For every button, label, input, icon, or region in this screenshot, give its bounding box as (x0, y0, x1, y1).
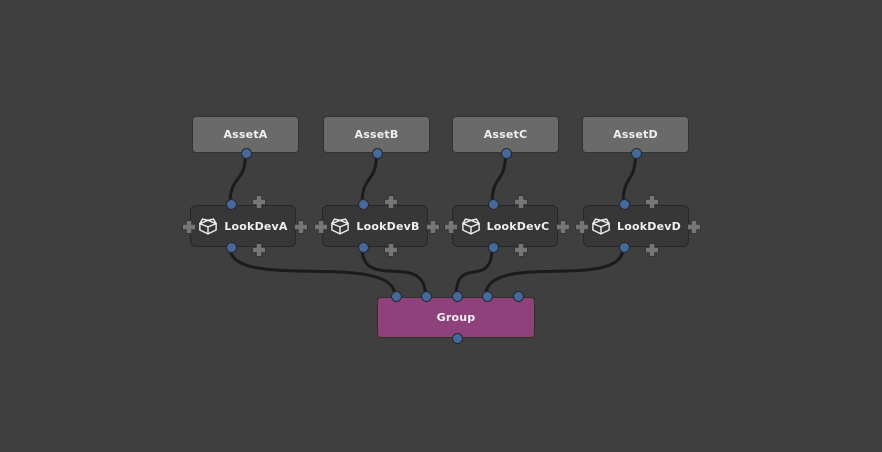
output-port[interactable] (451, 333, 463, 344)
node-title: LookDevC (486, 219, 550, 233)
node-lookdev-c[interactable]: LookDevC (444, 195, 570, 257)
node-asset-b[interactable]: AssetB (323, 116, 430, 159)
add-output-port-icon[interactable] (686, 219, 702, 235)
output-port[interactable] (225, 242, 237, 253)
node-title: LookDevA (224, 219, 288, 233)
input-port[interactable] (512, 291, 524, 302)
node-title: AssetC (483, 128, 528, 141)
wire-lookdeva-group[interactable] (228, 246, 397, 298)
add-input-port-icon[interactable] (313, 219, 329, 235)
add-input-port-icon[interactable] (251, 194, 267, 210)
add-input-port-icon[interactable] (644, 194, 660, 210)
node-title: AssetD (613, 128, 658, 141)
package-icon (199, 217, 218, 235)
input-port[interactable] (487, 199, 499, 210)
input-port[interactable] (225, 199, 237, 210)
output-port[interactable] (241, 148, 252, 159)
wire-assetb-lookdevb[interactable] (360, 152, 378, 206)
wire-asseta-lookdeva[interactable] (228, 152, 247, 206)
wire-assetc-lookdevc[interactable] (490, 152, 507, 206)
node-title: AssetB (354, 128, 399, 141)
add-output-port-icon[interactable] (251, 242, 267, 258)
output-port[interactable] (487, 242, 499, 253)
output-port[interactable] (501, 148, 512, 159)
add-input-port-icon[interactable] (181, 219, 197, 235)
node-asset-c[interactable]: AssetC (452, 116, 559, 159)
output-port[interactable] (618, 242, 630, 253)
node-title: LookDevD (617, 219, 681, 233)
output-port[interactable] (357, 242, 369, 253)
node-lookdev-b[interactable]: LookDevB (314, 195, 440, 257)
package-icon (461, 217, 480, 235)
node-asset-a[interactable]: AssetA (192, 116, 299, 159)
input-port[interactable] (618, 199, 630, 210)
package-icon (331, 217, 350, 235)
input-port[interactable] (482, 291, 493, 302)
add-output-port-icon[interactable] (425, 219, 441, 235)
add-input-port-icon[interactable] (443, 219, 459, 235)
output-port[interactable] (372, 148, 383, 159)
add-output-port-icon[interactable] (293, 219, 309, 235)
input-port[interactable] (421, 291, 432, 302)
input-port[interactable] (390, 291, 402, 302)
input-port[interactable] (357, 199, 369, 210)
add-output-port-icon[interactable] (513, 242, 529, 258)
add-input-port-icon[interactable] (513, 194, 529, 210)
node-title: Group (436, 311, 476, 324)
add-output-port-icon[interactable] (383, 242, 399, 258)
node-lookdev-d[interactable]: LookDevD (575, 195, 701, 257)
wire-lookdevb-group[interactable] (360, 246, 427, 298)
add-output-port-icon[interactable] (644, 242, 660, 258)
add-output-port-icon[interactable] (555, 219, 571, 235)
add-input-port-icon[interactable] (574, 219, 590, 235)
wire-assetd-lookdevd[interactable] (621, 152, 637, 206)
node-asset-d[interactable]: AssetD (582, 116, 689, 159)
package-icon (592, 217, 610, 235)
add-input-port-icon[interactable] (383, 194, 399, 210)
wire-lookdevc-group[interactable] (454, 246, 494, 298)
node-group[interactable]: Group (377, 291, 535, 344)
node-title: LookDevB (356, 219, 420, 233)
node-title: AssetA (223, 128, 268, 141)
wire-lookdevd-group[interactable] (484, 246, 625, 298)
node-lookdev-a[interactable]: LookDevA (182, 195, 308, 257)
output-port[interactable] (631, 148, 642, 159)
input-port[interactable] (451, 291, 463, 302)
